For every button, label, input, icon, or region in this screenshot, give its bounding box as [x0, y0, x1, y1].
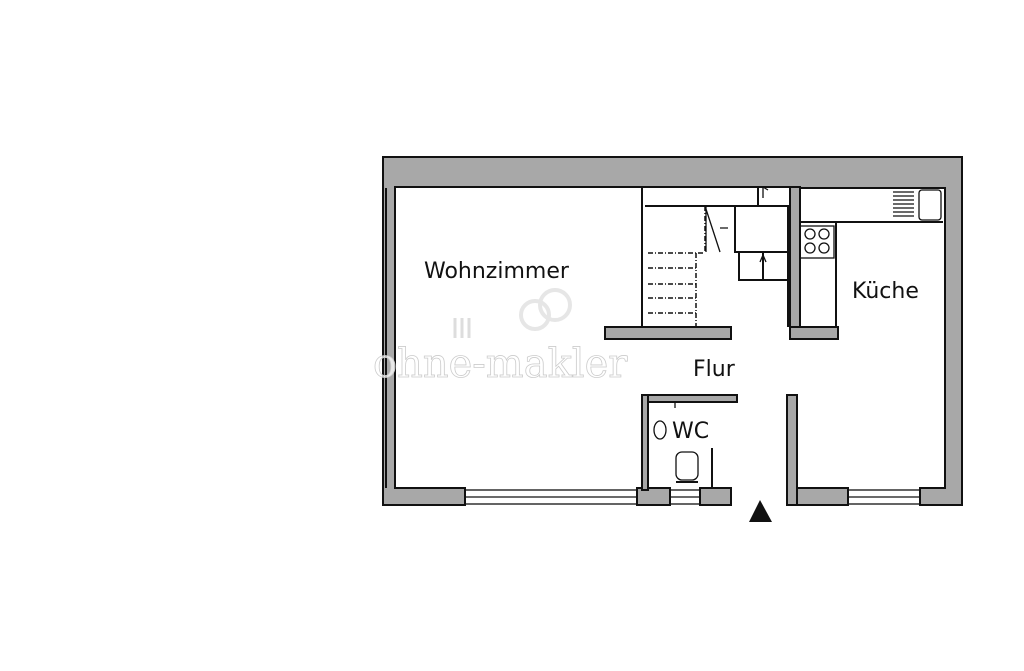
room-label-flur: Flur — [693, 357, 736, 382]
watermark-logo: ohne-makler — [373, 288, 629, 387]
room-label-wohnzimmer: Wohnzimmer — [424, 259, 570, 284]
entrance-marker-icon — [749, 500, 772, 522]
interior-walls — [604, 186, 839, 506]
kitchen-fixtures — [799, 189, 943, 327]
room-label-wc: WC — [672, 419, 709, 444]
room-label-kueche: Küche — [852, 279, 919, 304]
wc-fixtures — [653, 402, 699, 483]
windows — [385, 188, 921, 505]
staircase — [645, 186, 789, 327]
watermark-text: ohne-makler — [373, 341, 628, 387]
